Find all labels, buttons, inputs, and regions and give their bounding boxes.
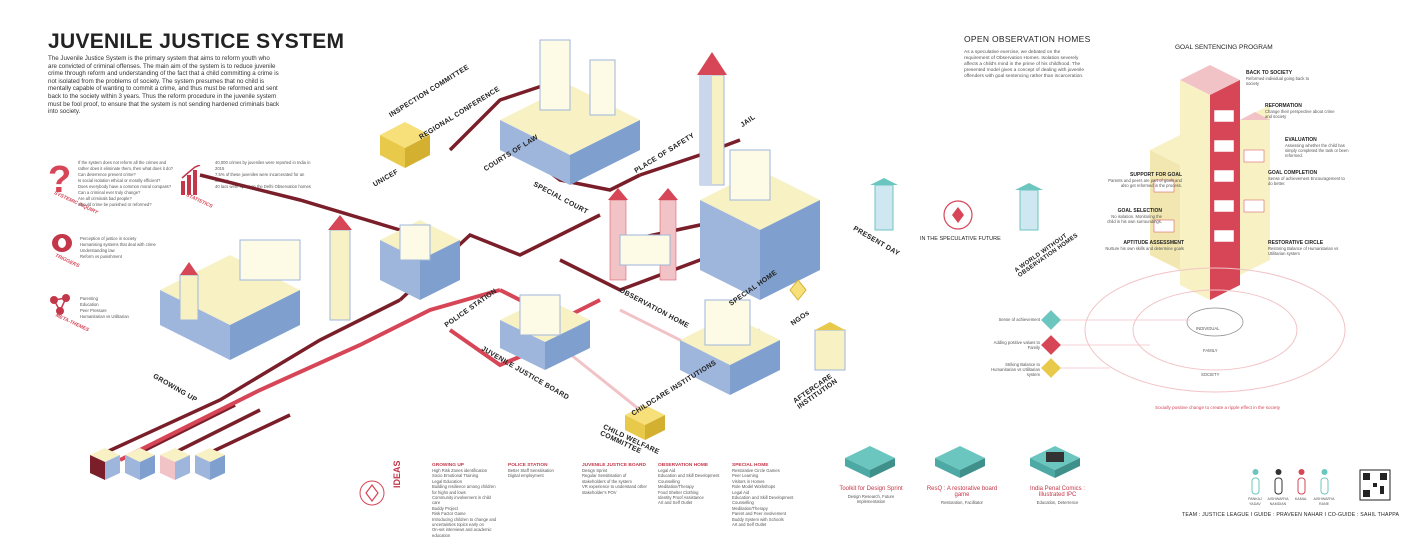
idea-item: Peer Learning (732, 473, 759, 479)
idea-item: Digital employment (508, 473, 544, 479)
effect-label: Sense of achievement (998, 317, 1040, 322)
buildings (90, 39, 1391, 506)
effect-label: Striking Balance to Humanitarian vs Util… (991, 362, 1040, 377)
idea-item: Parent and Peer involvement (732, 511, 787, 517)
output-resq-game: ResQ : A restorative board game Restorat… (926, 486, 998, 505)
idea-item: VR experience to understand other stakeh… (582, 484, 647, 495)
idea-item: Education and Skill Development (658, 473, 720, 479)
bar-chart-icon (180, 164, 202, 200)
output-penal-comics: India Penal Comics : Illustrated IPC Edu… (1029, 486, 1086, 505)
idea-item: On-set interviews and academic education (432, 527, 492, 538)
ideas-column: OBSERVATION HOME Legal Aid Education and… (658, 463, 724, 506)
ring-label-family: FAMILY (1203, 348, 1218, 353)
output-design-sprint: Toolkit for Design Sprint Design Researc… (839, 486, 903, 505)
triggers-list: Perception of justice in society Humanis… (80, 236, 170, 260)
idea-item: Legal Aid (658, 468, 676, 473)
ideas-label: IDEAS (392, 460, 402, 488)
team-member: AISHWARYA NAMDIAN (1267, 497, 1289, 507)
meta-themes-list: Parenting Education Peer Pressure Humani… (80, 296, 170, 320)
meta-item: Education (80, 302, 99, 307)
stat-item: 40,000 crimes by juveniles were reported… (215, 160, 311, 171)
idea-item: Regular Sensitisation of stakeholders of… (582, 473, 632, 484)
meta-themes-icon (48, 292, 74, 323)
question-item: Can a criminal ever truly change? (78, 190, 141, 195)
question-item: Is social isolation ethical or morally e… (78, 178, 161, 183)
idea-item: High Risk Zones identification (432, 468, 488, 473)
page-title: JUVENILE JUSTICE SYSTEM (48, 30, 345, 53)
idea-item: Legal Education (432, 478, 463, 484)
trigger-item: Reform vs punishment (80, 254, 122, 259)
ring-label-individual: INDIVIDUAL (1196, 326, 1220, 331)
label-speculative-future: IN THE SPECULATIVE FUTURE (920, 236, 1001, 242)
idea-item: Role Model Workshops (732, 484, 776, 490)
idea-item: Community involvement in child care (432, 495, 491, 506)
team-credits: TEAM : JUSTICE LEAGUE I GUIDE : PRAVEEN … (1182, 512, 1400, 518)
idea-item: Meditation/Therapy (732, 505, 768, 511)
trigger-item: Perception of justice in society (80, 236, 137, 241)
meta-item: Humanitarian vs Utilitarian (80, 314, 129, 319)
svg-text:?: ? (48, 160, 70, 200)
question-item: Should crime be punished or reformed? (78, 202, 152, 207)
effect-label: Adding positive values to Family (993, 340, 1040, 350)
idea-item: Education and Skill Development (732, 495, 794, 501)
idea-item: Buddy Project (432, 505, 459, 511)
idea-item: Building resilience among children for h… (432, 484, 496, 495)
idea-item: Legal Aid (732, 489, 750, 495)
meta-item: Peer Pressure (80, 308, 107, 313)
idea-item: Art and Self Outlet (658, 500, 693, 506)
observation-homes-text: As a speculative exercise, we debated on… (964, 50, 1084, 79)
idea-item: Buddy System with Schools (732, 516, 784, 522)
ring-label-society: SOCIETY (1201, 372, 1220, 377)
trigger-item: Humanising systems that deal with crime (80, 242, 156, 247)
team-member: AISHWARYA RANE (1313, 497, 1335, 507)
ideas-column: GROWING UP High Risk Zones identificatio… (432, 463, 500, 538)
questions-list: If the system does not reform all the cr… (78, 160, 173, 208)
idea-item: Meditation/Therapy (658, 484, 694, 490)
team-member: PANKAJ YADAV (1248, 497, 1262, 507)
observation-homes-title: OPEN OBSERVATION HOMES (964, 34, 1091, 44)
ripple-text: Socially positive change to create a rip… (1155, 405, 1281, 410)
idea-item: Identity Proof Assistance (658, 495, 704, 501)
idea-item: Art and Self Outlet (732, 522, 767, 528)
idea-item: Counselling (658, 478, 680, 484)
meta-item: Parenting (80, 296, 98, 301)
question-item: Can deterrence prevent crime? (78, 172, 136, 177)
idea-item: Counselling (732, 500, 754, 506)
trigger-item: Understanding law (80, 248, 115, 253)
question-item: Are all criminals bad people? (78, 196, 132, 201)
idea-item: Visitors in Homes (732, 478, 765, 484)
ideas-column: JUVENILE JUSTICE BOARD Design Sprint Reg… (582, 463, 647, 495)
intro-text: The Juvenile Justice System is the prima… (48, 55, 280, 116)
ideas-column: POLICE STATION Better Staff Sensitisatio… (508, 463, 570, 479)
idea-item: Better Staff Sensitisation (508, 468, 554, 473)
stat-item: 40 lacs were spent on the Delhi Observat… (215, 184, 311, 189)
idea-item: Food Shelter Clothing (658, 489, 699, 495)
question-item: If the system does not reform all the cr… (78, 160, 173, 171)
ideas-column: SPECIAL HOME Restorative Circle Games Pe… (732, 463, 804, 527)
idea-item: Risk Factor Game (432, 511, 466, 517)
idea-item: Restorative Circle Games (732, 468, 780, 473)
trigger-icon (50, 232, 74, 259)
idea-item: Socio Emotional Training (432, 473, 479, 479)
goal-program-title: GOAL SENTENCING PROGRAM (1175, 44, 1273, 51)
idea-item: Introducing children to change and uncer… (432, 516, 497, 528)
team-member: KAMAL (1294, 497, 1308, 501)
question-item: Does everybody have a common moral compa… (78, 184, 172, 189)
idea-item: Design Sprint (582, 468, 608, 473)
question-mark-icon: ? (48, 159, 71, 201)
